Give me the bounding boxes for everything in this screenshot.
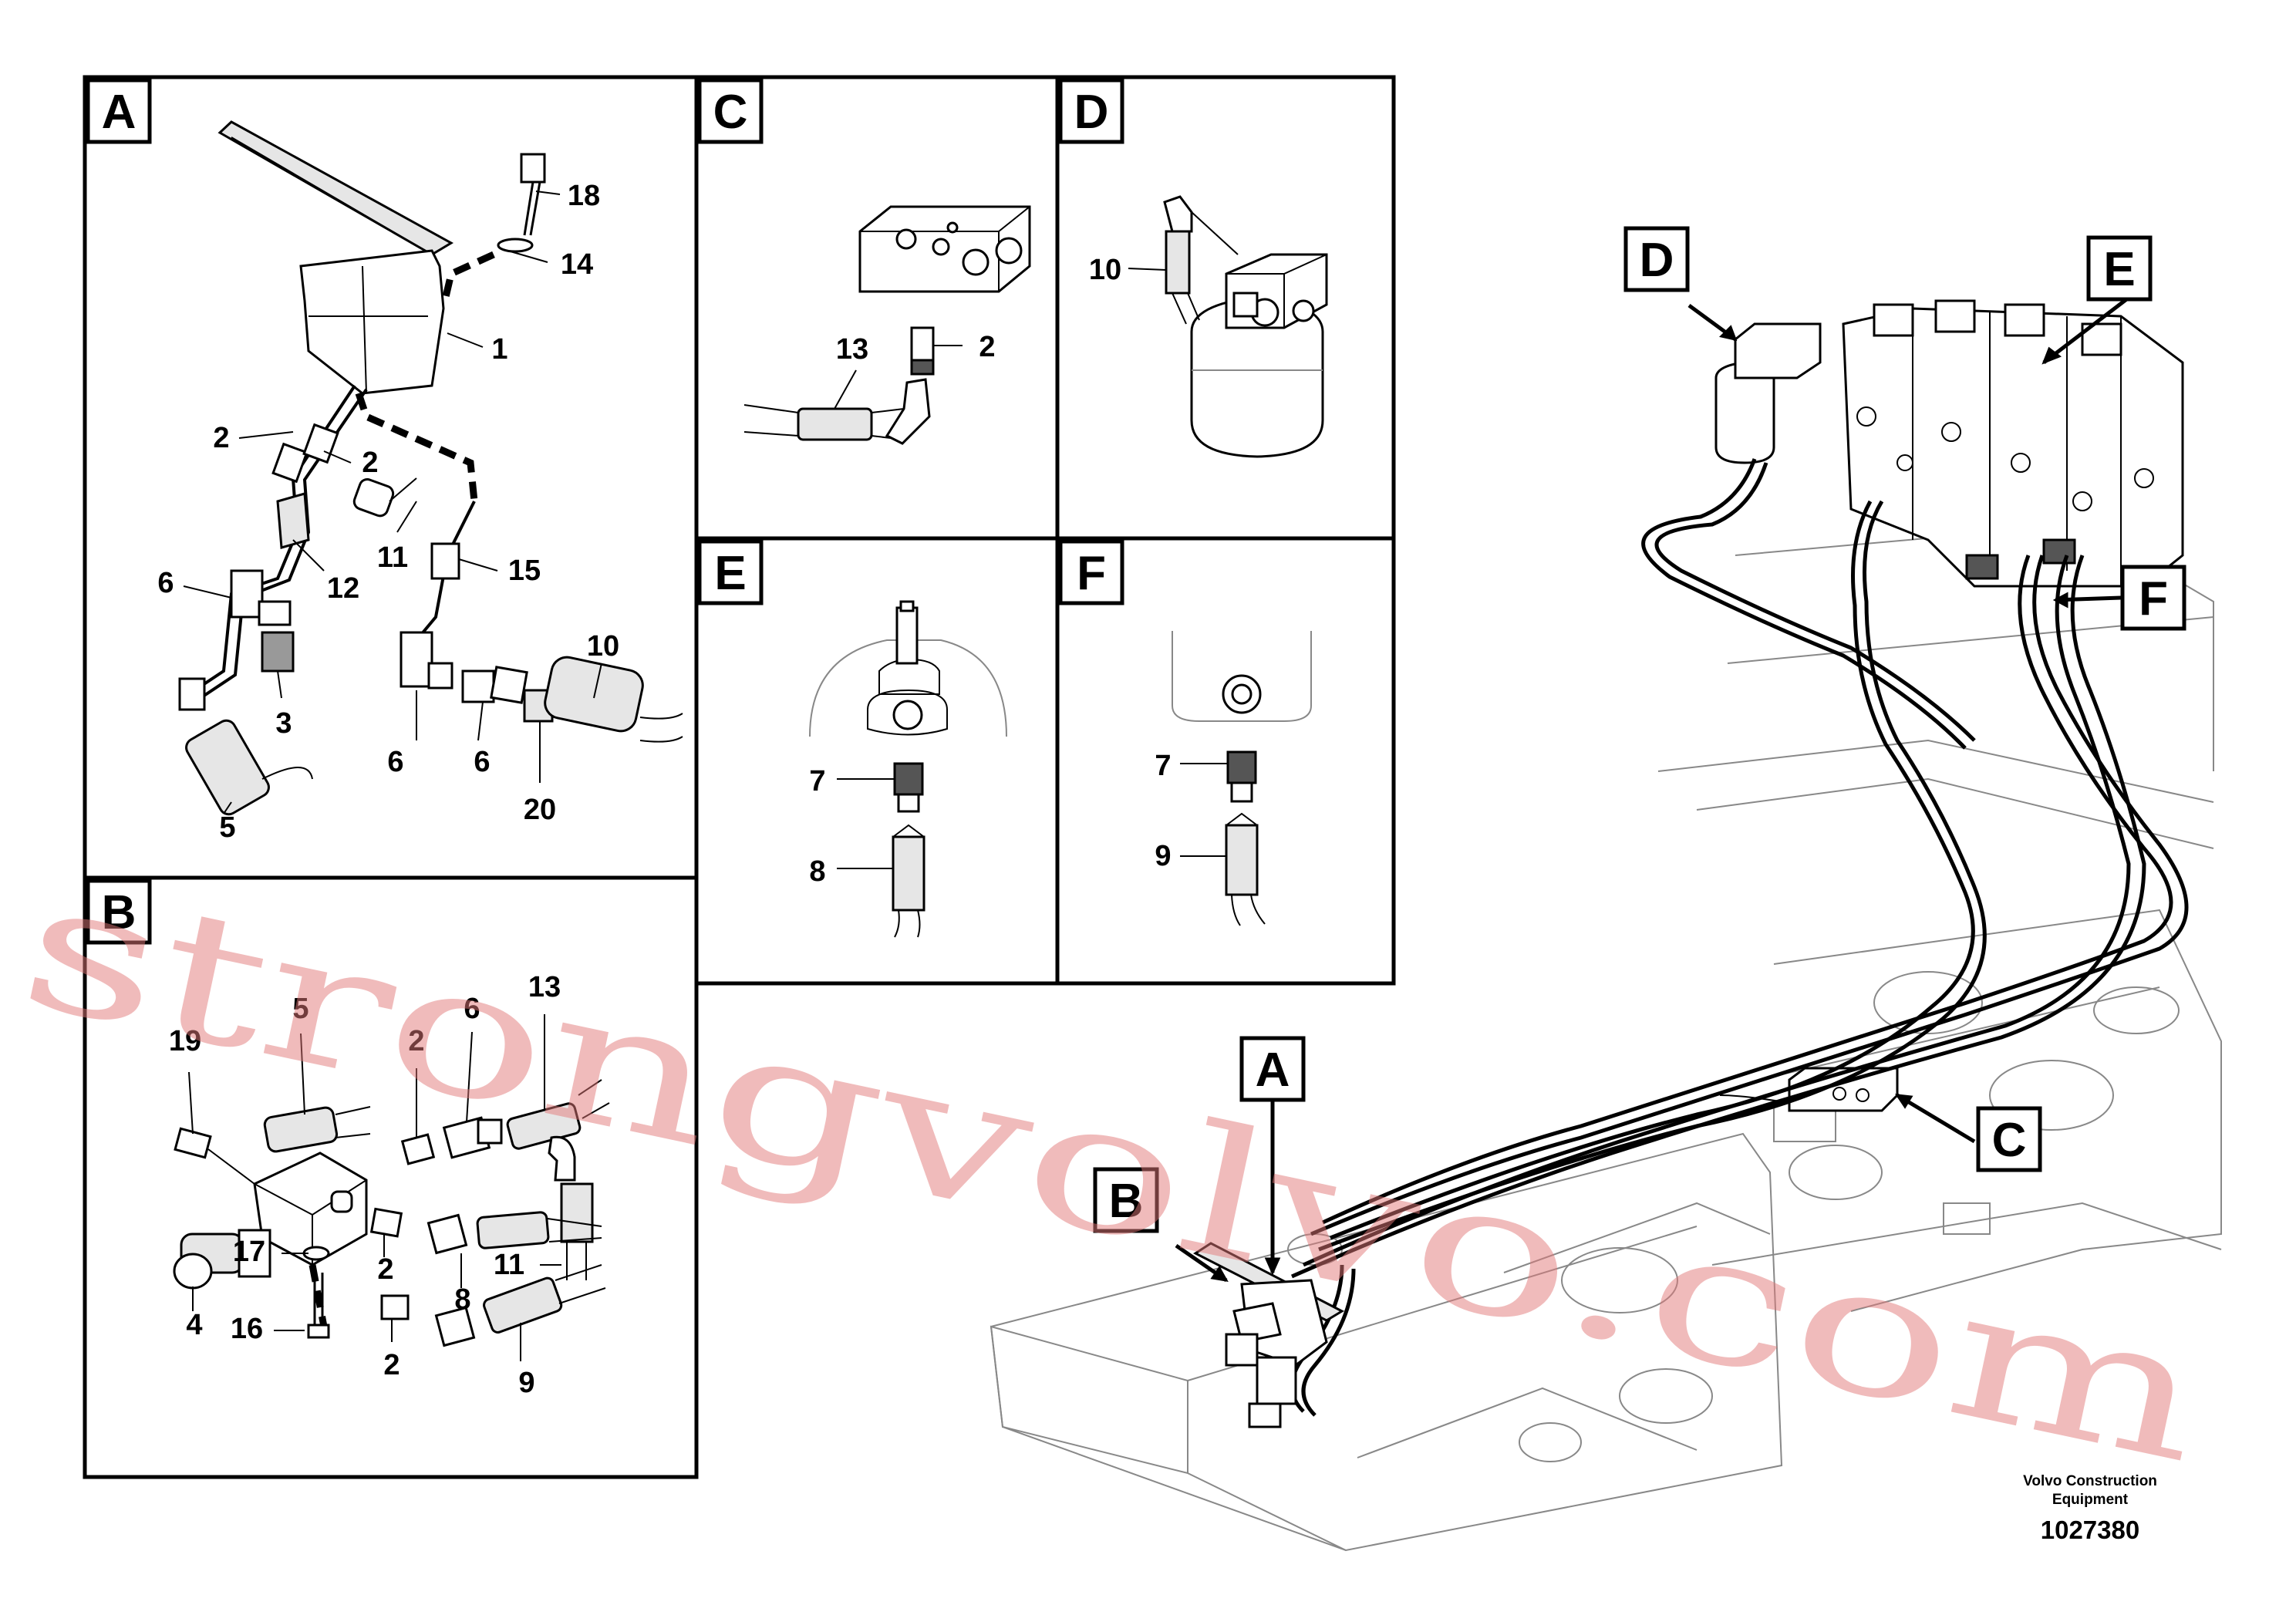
callout: 13	[836, 333, 868, 366]
callout: 11	[377, 541, 408, 574]
bolt-icon	[520, 153, 546, 184]
callout: 1	[491, 333, 507, 366]
panel-letter-e: E	[697, 539, 764, 605]
overview-label-e: E	[2086, 235, 2153, 302]
callout: 2	[383, 1349, 400, 1381]
overview-label-f: F	[2120, 565, 2186, 631]
svg-text:D: D	[1074, 86, 1109, 139]
svg-text:D: D	[1640, 234, 1674, 287]
callout: 7	[1155, 750, 1171, 782]
svg-text:F: F	[2139, 572, 2168, 626]
callout: 5	[292, 993, 308, 1025]
callout: 16	[231, 1313, 263, 1345]
panel-d-callouts: 10	[1089, 254, 1121, 286]
callout: 8	[454, 1283, 470, 1316]
svg-text:B: B	[1109, 1175, 1144, 1228]
panel-letter-b: B	[86, 878, 152, 945]
svg-text:A: A	[102, 86, 137, 139]
overview-label-c: C	[1976, 1106, 2042, 1172]
panel-d-drawing	[1128, 195, 1328, 458]
callout: 20	[524, 794, 556, 826]
callout: 10	[1089, 254, 1121, 286]
drawing-number: 1027380	[2041, 1516, 2139, 1544]
callout: 10	[587, 630, 619, 663]
panel-e-drawing	[809, 600, 1007, 938]
panel-b-callouts: 19 5 2 6 13 11 4 17 2 8 16 2 9	[169, 971, 561, 1399]
panel-a-callouts: 18 14 1 2 2 11 12 15 6 3 10 6 6 5 20	[157, 180, 619, 844]
panel-letter-a: A	[86, 78, 152, 144]
overview-label-b: B	[1093, 1167, 1159, 1233]
panel-letter-c: C	[697, 78, 764, 144]
overview-label-d: D	[1623, 226, 1690, 292]
panel-b-drawing	[173, 1014, 610, 1361]
svg-text:F: F	[1077, 547, 1106, 600]
panel-frames	[83, 75, 1396, 1479]
callout: 14	[561, 248, 593, 281]
callout: 11	[494, 1249, 524, 1281]
control-valve-icon	[1842, 307, 2184, 588]
callout: 2	[362, 447, 378, 479]
callout: 7	[809, 765, 825, 798]
callout: 8	[809, 855, 825, 888]
callout: 5	[219, 811, 235, 844]
callout: 2	[979, 331, 995, 363]
pedal-valve-body-icon	[299, 249, 445, 395]
callout: 9	[518, 1367, 534, 1399]
callout: 13	[528, 971, 561, 1003]
company-name-line2: Equipment	[2052, 1492, 2129, 1508]
company-name: Volvo Construction	[2023, 1473, 2157, 1489]
callout: 4	[186, 1309, 202, 1341]
callout: 12	[327, 572, 359, 605]
callout: 15	[508, 555, 541, 587]
callout: 3	[275, 707, 292, 740]
panel-letter-d: D	[1058, 78, 1124, 144]
callout: 2	[213, 422, 229, 454]
overview-drawing	[990, 296, 2222, 1552]
svg-text:A: A	[1256, 1044, 1290, 1097]
svg-text:C: C	[713, 86, 748, 139]
callout: 17	[233, 1236, 265, 1268]
callout: 2	[408, 1025, 424, 1057]
panel-c-drawing	[743, 205, 1031, 445]
panel-letter-f: F	[1058, 539, 1124, 605]
svg-text:E: E	[2103, 243, 2135, 296]
callout: 19	[169, 1025, 201, 1057]
panel-e-callouts: 7 8	[809, 765, 825, 888]
callout: 18	[568, 180, 600, 212]
pedal-icon	[217, 120, 454, 256]
callout: 2	[377, 1253, 393, 1286]
callout: 6	[387, 746, 403, 778]
footer: Volvo Construction Equipment 1027380	[2023, 1473, 2157, 1544]
panel-f-drawing	[1172, 631, 1312, 926]
overview-label-a: A	[1239, 1036, 1306, 1102]
callout: 9	[1155, 840, 1171, 872]
svg-text:C: C	[1992, 1114, 2027, 1167]
svg-text:B: B	[102, 886, 137, 939]
callout: 6	[464, 993, 480, 1025]
callout: 6	[474, 746, 490, 778]
panel-a-drawing	[178, 120, 683, 816]
panel-f-callouts: 7 9	[1155, 750, 1171, 872]
callout: 6	[157, 567, 174, 599]
svg-text:E: E	[714, 547, 746, 600]
panel-c-callouts: 13 2	[836, 331, 996, 366]
